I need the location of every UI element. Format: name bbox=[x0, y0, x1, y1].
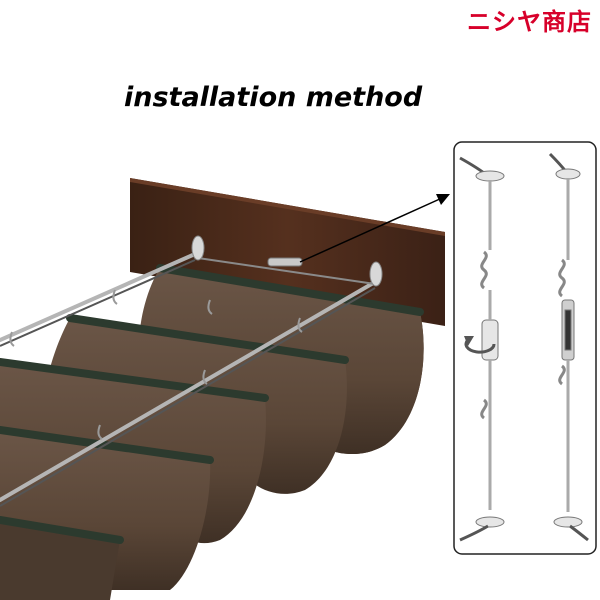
wire-hardware-detail bbox=[453, 141, 597, 555]
wire-shadows bbox=[0, 259, 376, 507]
hooks bbox=[9, 289, 303, 440]
support-wires bbox=[0, 252, 377, 502]
detail-right-assembly bbox=[548, 152, 589, 542]
page-title: installation method bbox=[124, 82, 423, 113]
shop-name: ニシヤ商店 bbox=[467, 7, 592, 36]
rotate-arrow-icon bbox=[464, 336, 496, 354]
arrow-icon bbox=[299, 194, 450, 263]
wall-anchors bbox=[191, 235, 383, 287]
